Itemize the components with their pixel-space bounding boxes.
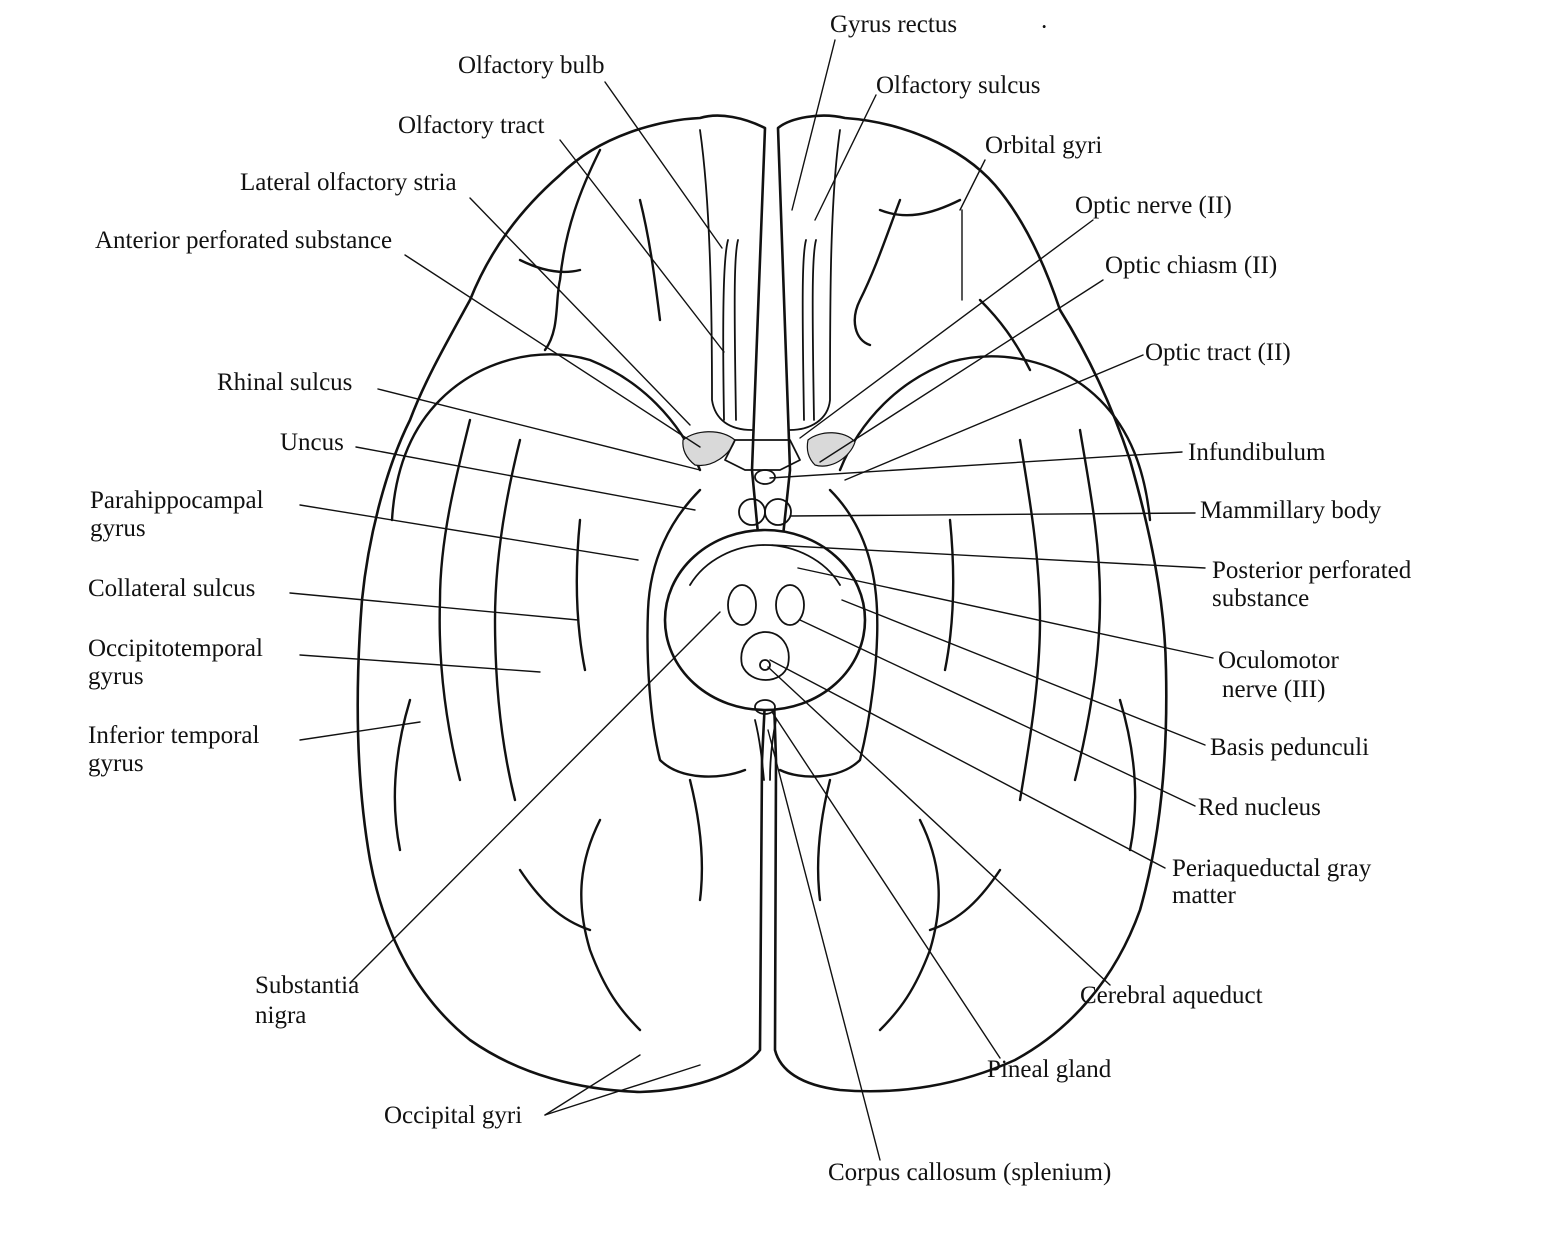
label-pineal-gland: Pineal gland <box>987 1056 1112 1083</box>
label-orbital-gyri: Orbital gyri <box>985 132 1102 159</box>
left-peduncle-nucleus <box>727 584 757 626</box>
substantia-nigra-arc <box>689 544 841 586</box>
optic-chiasm-shape <box>724 439 801 471</box>
label-periaqueductal-line1: Periaqueductal gray <box>1172 855 1372 882</box>
label-olfactory-bulb: Olfactory bulb <box>458 52 604 79</box>
label-gyrus-rectus: Gyrus rectus <box>830 11 957 38</box>
label-periaqueductal-line2: matter <box>1172 882 1237 909</box>
label-lateral-olfactory-stria: Lateral olfactory stria <box>240 169 457 196</box>
label-collateral-sulcus: Collateral sulcus <box>88 575 255 602</box>
label-oculomotor-line2: nerve (III) <box>1222 676 1325 703</box>
splenium-shape <box>754 719 777 781</box>
mammillary-body-right <box>764 498 792 526</box>
label-occipitotemporal-line2: gyrus <box>88 663 144 690</box>
label-mammillary-body: Mammillary body <box>1200 497 1382 524</box>
labels: Gyrus rectus · Olfactory sulcus Olfactor… <box>88 11 1412 1186</box>
right-olfactory-tract <box>801 239 817 421</box>
label-optic-tract: Optic tract (II) <box>1145 339 1291 366</box>
label-inferior-temporal-line1: Inferior temporal <box>88 722 260 749</box>
label-cerebral-aqueduct: Cerebral aqueduct <box>1080 982 1263 1009</box>
right-gyrus-rectus-border <box>789 129 841 431</box>
left-anterior-perforated-substance <box>682 431 736 467</box>
periaqueductal-region <box>740 631 790 681</box>
right-peduncle-nucleus <box>775 584 805 626</box>
right-temporal-lobe-edge <box>838 355 1152 522</box>
label-occipitotemporal-line1: Occipitotemporal <box>88 635 263 662</box>
label-anterior-perforated-substance: Anterior perforated substance <box>95 227 392 254</box>
infundibulum-shape <box>754 469 776 485</box>
right-anterior-perforated-substance <box>806 432 856 467</box>
label-olfactory-sulcus: Olfactory sulcus <box>876 72 1041 99</box>
stray-mark: · <box>1040 14 1048 41</box>
label-infundibulum: Infundibulum <box>1188 439 1326 466</box>
label-substantia-nigra-line2: nigra <box>255 1002 306 1029</box>
leader-lines <box>289 39 1214 1161</box>
left-gyrus-rectus-border <box>699 129 753 431</box>
label-substantia-nigra-line1: Substantia <box>255 972 359 999</box>
cerebral-aqueduct-shape <box>759 659 771 671</box>
label-occipital-gyri: Occipital gyri <box>384 1102 522 1129</box>
label-posterior-perforated-line1: Posterior perforated <box>1212 557 1412 584</box>
right-parahippocampal-edge <box>778 488 879 778</box>
brain-drawing <box>356 114 1168 1094</box>
label-posterior-perforated-line2: substance <box>1212 585 1309 612</box>
left-olfactory-tract <box>722 239 739 421</box>
label-rhinal-sulcus: Rhinal sulcus <box>217 369 352 396</box>
right-hemisphere <box>770 114 1168 1093</box>
label-parahippocampal-line1: Parahippocampal <box>90 487 264 514</box>
label-optic-chiasm: Optic chiasm (II) <box>1105 252 1277 279</box>
label-oculomotor-line1: Oculomotor <box>1218 647 1339 674</box>
label-red-nucleus: Red nucleus <box>1198 794 1321 821</box>
label-parahippocampal-line2: gyrus <box>90 515 146 542</box>
label-optic-nerve: Optic nerve (II) <box>1075 192 1232 219</box>
label-inferior-temporal-line2: gyrus <box>88 750 144 777</box>
label-corpus-callosum: Corpus callosum (splenium) <box>828 1159 1111 1186</box>
left-parahippocampal-edge <box>646 488 747 778</box>
pineal-gland-shape <box>754 699 776 715</box>
label-uncus: Uncus <box>280 429 344 456</box>
midbrain-section <box>663 528 867 712</box>
label-olfactory-tract: Olfactory tract <box>398 112 545 139</box>
left-temporal-lobe-edge <box>390 353 702 522</box>
label-basis-pedunculi: Basis pedunculi <box>1210 734 1369 761</box>
